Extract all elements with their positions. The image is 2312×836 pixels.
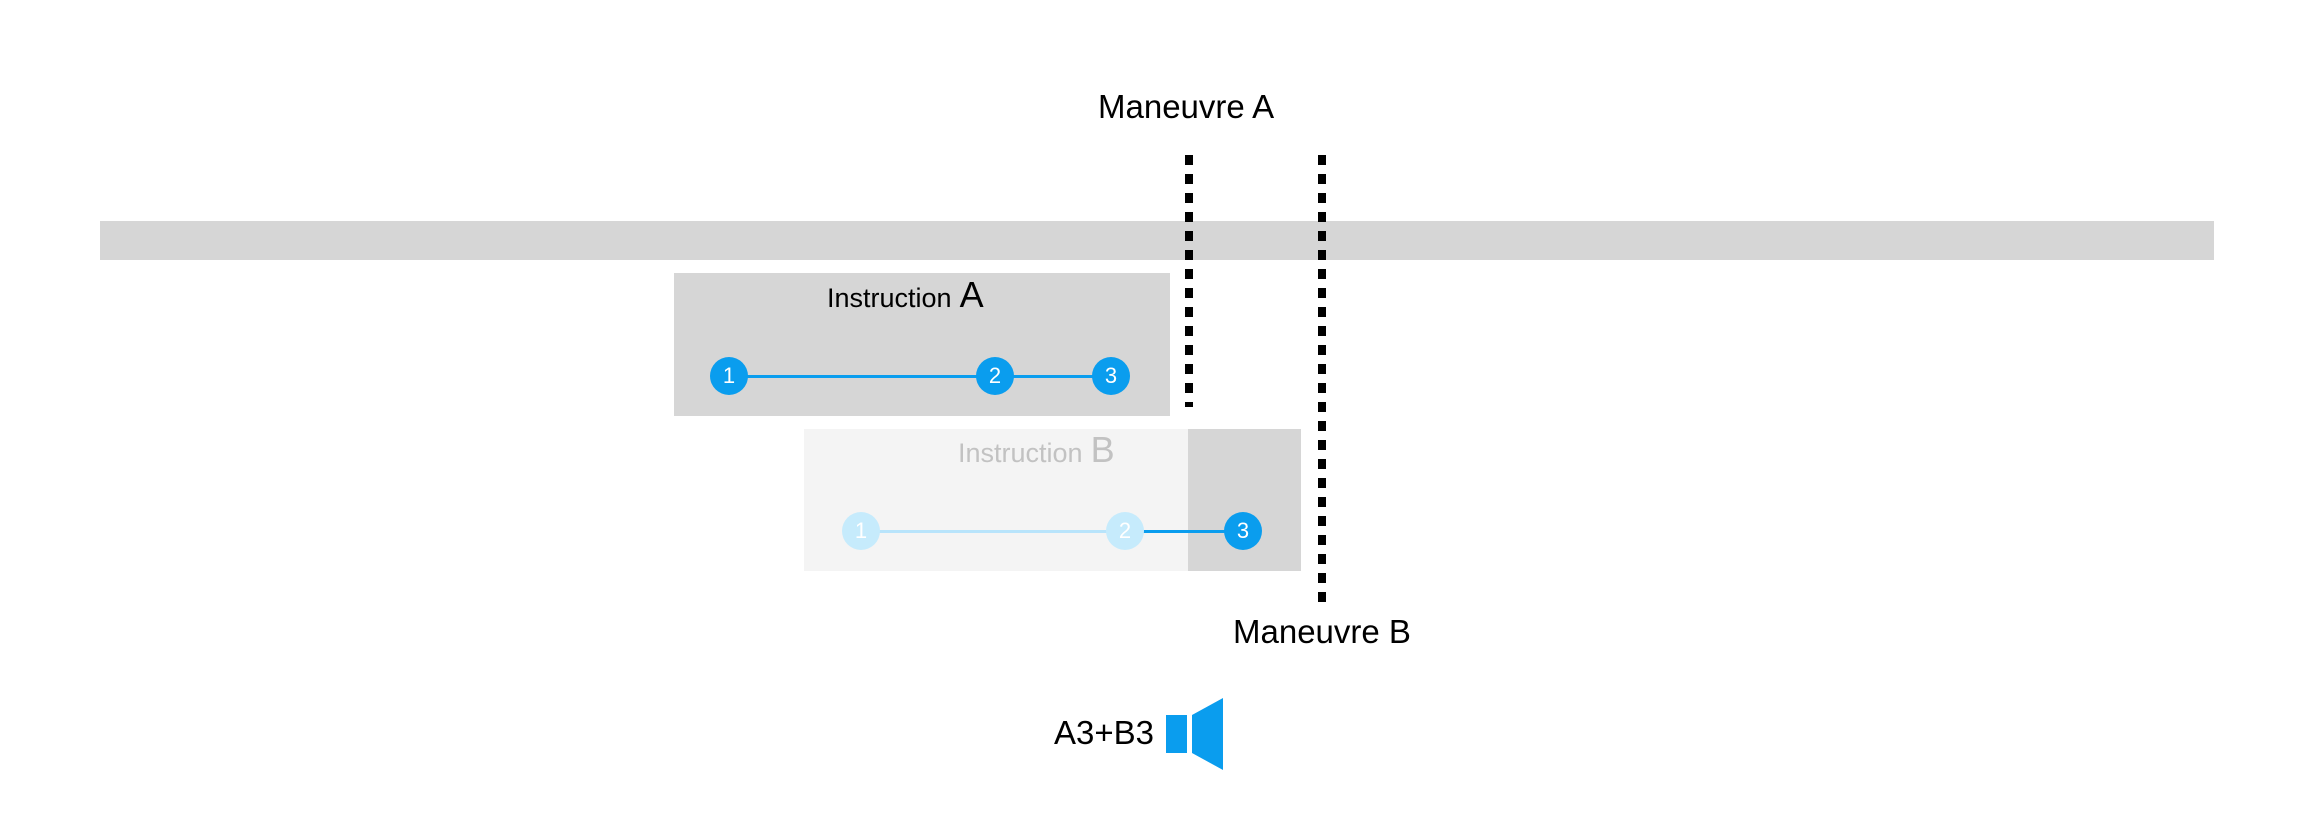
- maneuver-a-line: [1185, 155, 1193, 407]
- instruction-a-timeline: [729, 375, 1112, 378]
- instruction-a-step-2: 2: [976, 357, 1014, 395]
- maneuver-b-label: Maneuvre B: [1233, 613, 1411, 650]
- instruction-a-box: [674, 273, 1170, 416]
- instruction-b-step-1: 1: [842, 512, 880, 550]
- instruction-a-word: Instruction: [827, 283, 952, 313]
- instruction-b-timeline-active: [1125, 530, 1243, 533]
- speaker-icon: [1166, 698, 1223, 770]
- instruction-b-step-2: 2: [1106, 512, 1144, 550]
- maneuver-a-label: Maneuvre A: [1098, 88, 1275, 125]
- instruction-a-step-3: 3: [1092, 357, 1130, 395]
- instruction-b-letter: B: [1090, 429, 1115, 470]
- instruction-b-word: Instruction: [958, 438, 1083, 468]
- instruction-a-step-1: 1: [710, 357, 748, 395]
- maneuver-b-line: [1318, 155, 1326, 602]
- instruction-b-timeline-inactive: [861, 530, 1243, 533]
- road-bar: [100, 221, 2214, 260]
- combined-output-label: A3+B3: [1054, 714, 1154, 751]
- instruction-b-step-3: 3: [1224, 512, 1262, 550]
- instruction-a-letter: A: [959, 274, 984, 315]
